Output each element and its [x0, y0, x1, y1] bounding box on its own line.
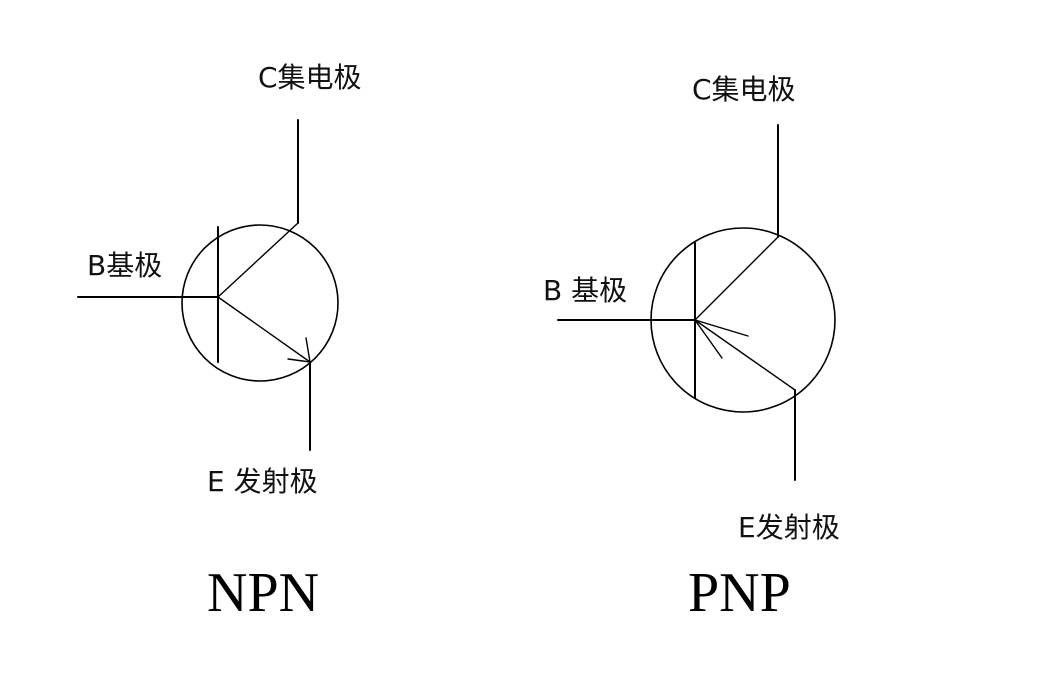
npn-emitter-diagonal	[217, 296, 311, 363]
npn-base-label: B基极	[87, 249, 162, 282]
npn-title: NPN	[207, 562, 319, 624]
pnp-collector-label: C集电极	[692, 73, 796, 106]
npn-body-circle	[181, 224, 339, 382]
pnp-collector-diagonal	[694, 236, 779, 321]
pnp-transistor-symbol: C集电极 B 基极 E发射极 PNP	[543, 73, 840, 624]
pnp-title: PNP	[688, 562, 791, 624]
pnp-base-label: B 基极	[543, 274, 627, 307]
npn-collector-diagonal	[217, 222, 299, 298]
npn-transistor-symbol: C集电极 B基极 E 发射极 NPN	[77, 61, 362, 624]
pnp-emitter-diagonal	[694, 319, 796, 391]
pnp-emitter-arrow	[693, 318, 749, 359]
npn-emitter-label: E 发射极	[207, 465, 318, 498]
npn-collector-label: C集电极	[258, 61, 362, 94]
pnp-emitter-label: E发射极	[738, 511, 840, 544]
npn-emitter-arrow	[287, 337, 311, 363]
